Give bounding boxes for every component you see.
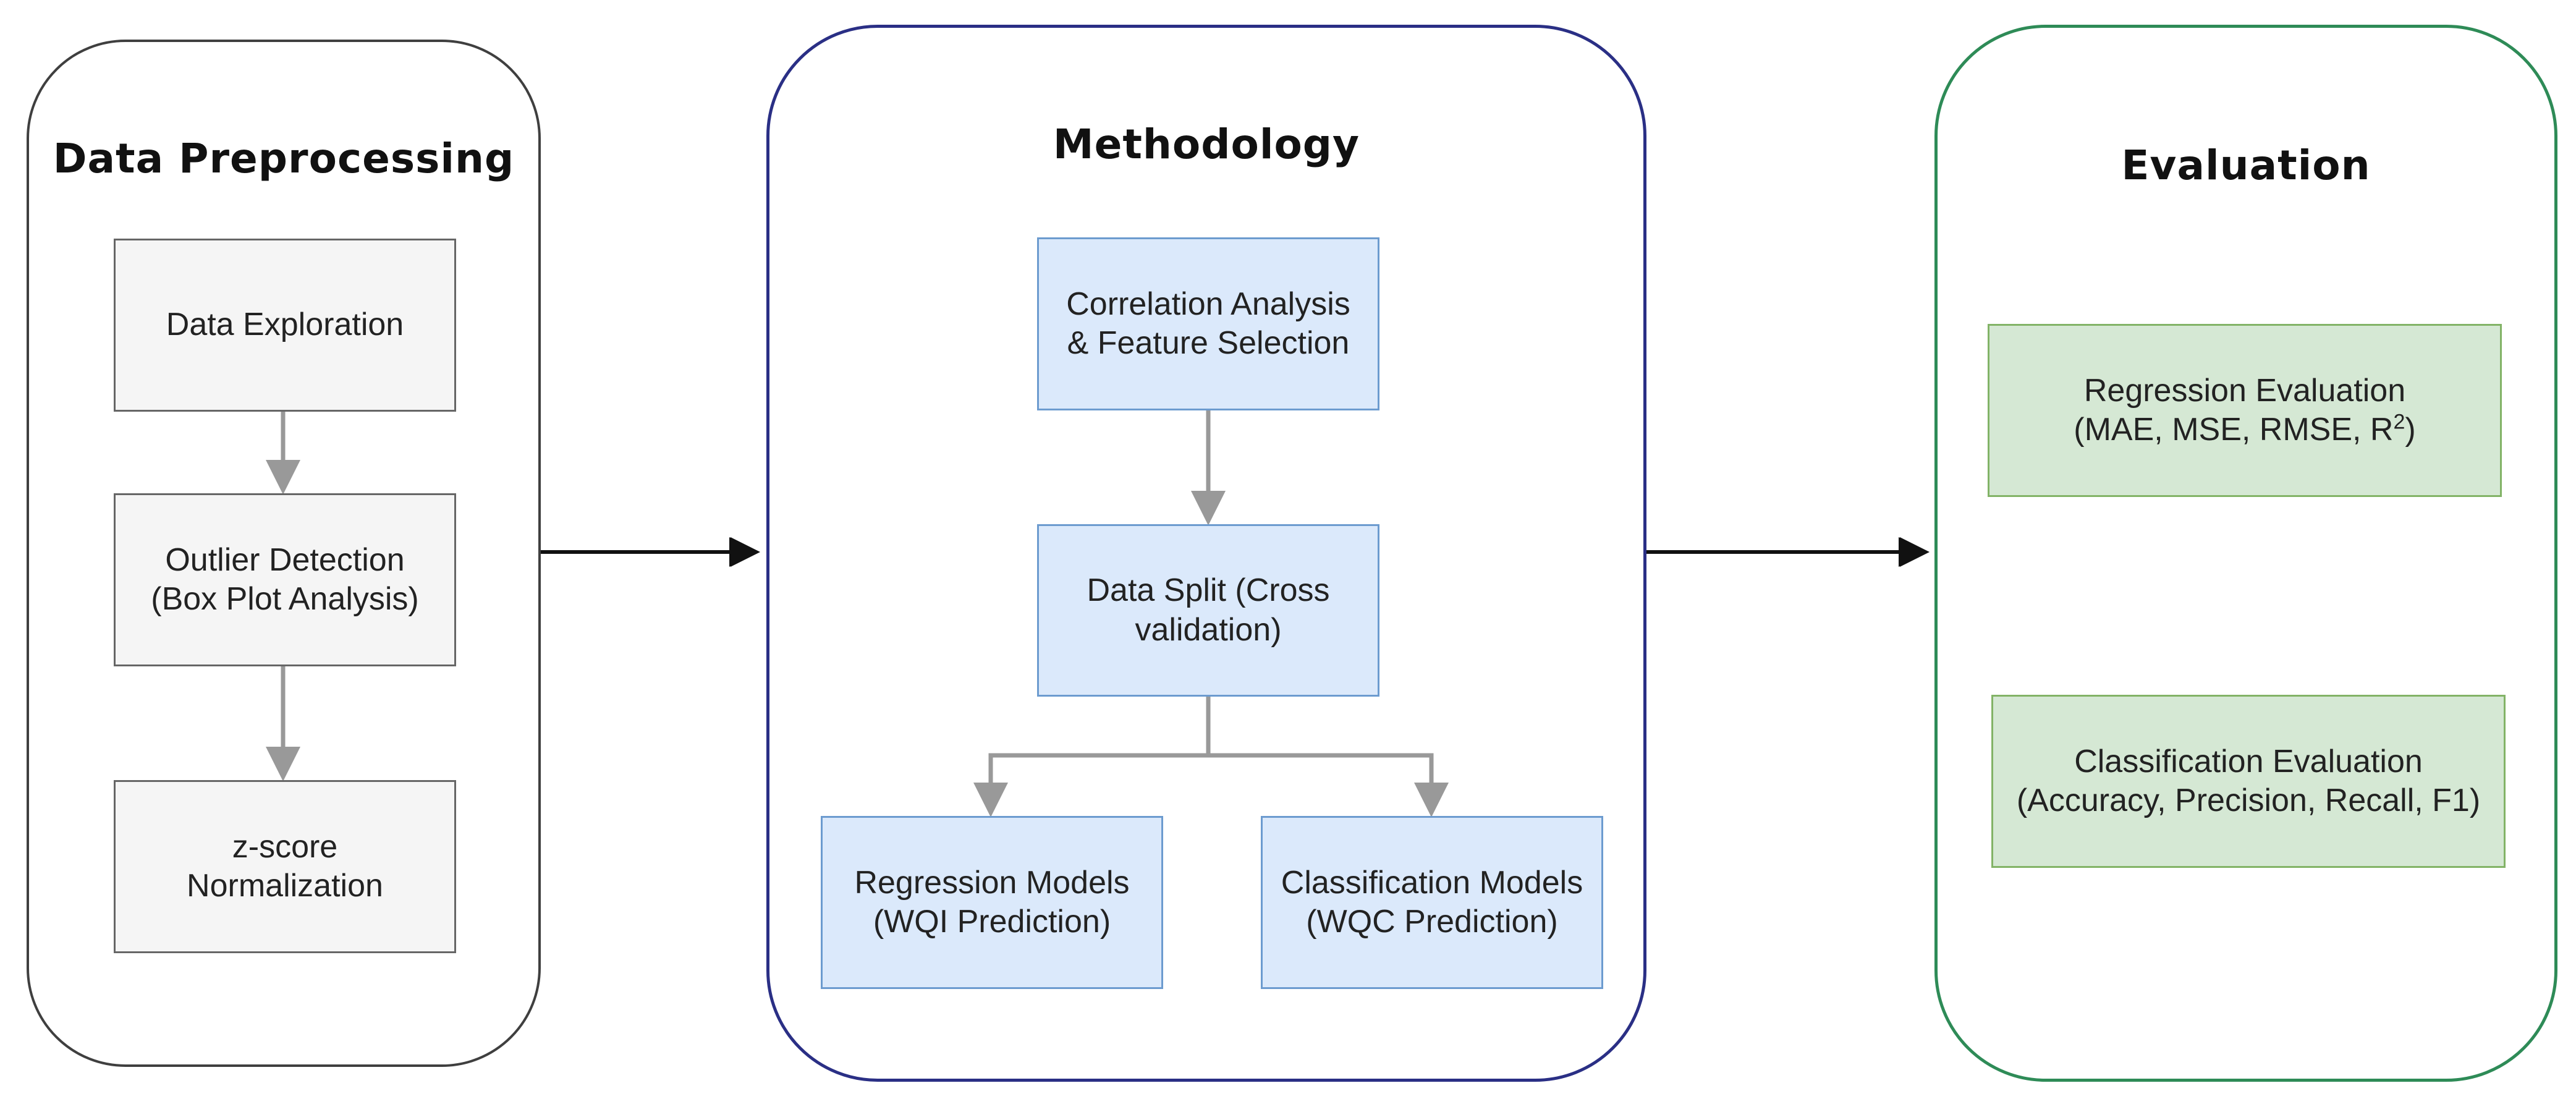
data-split-sublabel: validation) — [1135, 611, 1282, 648]
data-exploration-box: Data Exploration — [114, 239, 456, 412]
regression-evaluation-label: Regression Evaluation — [2083, 372, 2406, 409]
zscore-sublabel: Normalization — [187, 868, 383, 904]
classification-models-box: Classification Models (WQC Prediction) — [1261, 816, 1603, 989]
methodology-title: Methodology — [1053, 121, 1360, 168]
regression-models-label: Regression Models — [854, 864, 1130, 901]
evaluation-title: Evaluation — [2121, 142, 2371, 189]
correlation-sublabel: & Feature Selection — [1067, 325, 1350, 361]
correlation-analysis-box: Correlation Analysis & Feature Selection — [1037, 237, 1379, 410]
correlation-label: Correlation Analysis — [1066, 286, 1350, 322]
classification-evaluation-label: Classification Evaluation — [2074, 743, 2423, 779]
data-exploration-label: Data Exploration — [166, 307, 404, 343]
regression-evaluation-metrics: (MAE, MSE, RMSE, R2) — [2074, 410, 2415, 449]
classification-evaluation-metrics: (Accuracy, Precision, Recall, F1) — [2016, 783, 2481, 818]
outlier-detection-label: Outlier Detection — [165, 541, 405, 578]
outlier-detection-sublabel: (Box Plot Analysis) — [151, 581, 419, 617]
data-split-label: Data Split (Cross — [1087, 572, 1330, 609]
data-split-box: Data Split (Cross validation) — [1037, 524, 1379, 697]
regression-metrics-close: ) — [2405, 412, 2416, 448]
r-squared-superscript: 2 — [2393, 410, 2405, 434]
data-preprocessing-title: Data Preprocessing — [53, 135, 515, 182]
outlier-detection-box: Outlier Detection (Box Plot Analysis) — [114, 493, 456, 666]
regression-models-box: Regression Models (WQI Prediction) — [821, 816, 1163, 989]
classification-models-sublabel: (WQC Prediction) — [1306, 904, 1558, 940]
regression-evaluation-box: Regression Evaluation (MAE, MSE, RMSE, R… — [1988, 324, 2502, 497]
zscore-label: z-score — [232, 828, 338, 865]
classification-evaluation-box: Classification Evaluation (Accuracy, Pre… — [1991, 695, 2506, 868]
zscore-normalization-box: z-score Normalization — [114, 780, 456, 953]
regression-models-sublabel: (WQI Prediction) — [873, 904, 1111, 940]
evaluation-panel: Evaluation — [1934, 25, 2557, 1082]
regression-metrics-text: (MAE, MSE, RMSE, R — [2074, 412, 2394, 448]
classification-models-label: Classification Models — [1281, 864, 1583, 901]
